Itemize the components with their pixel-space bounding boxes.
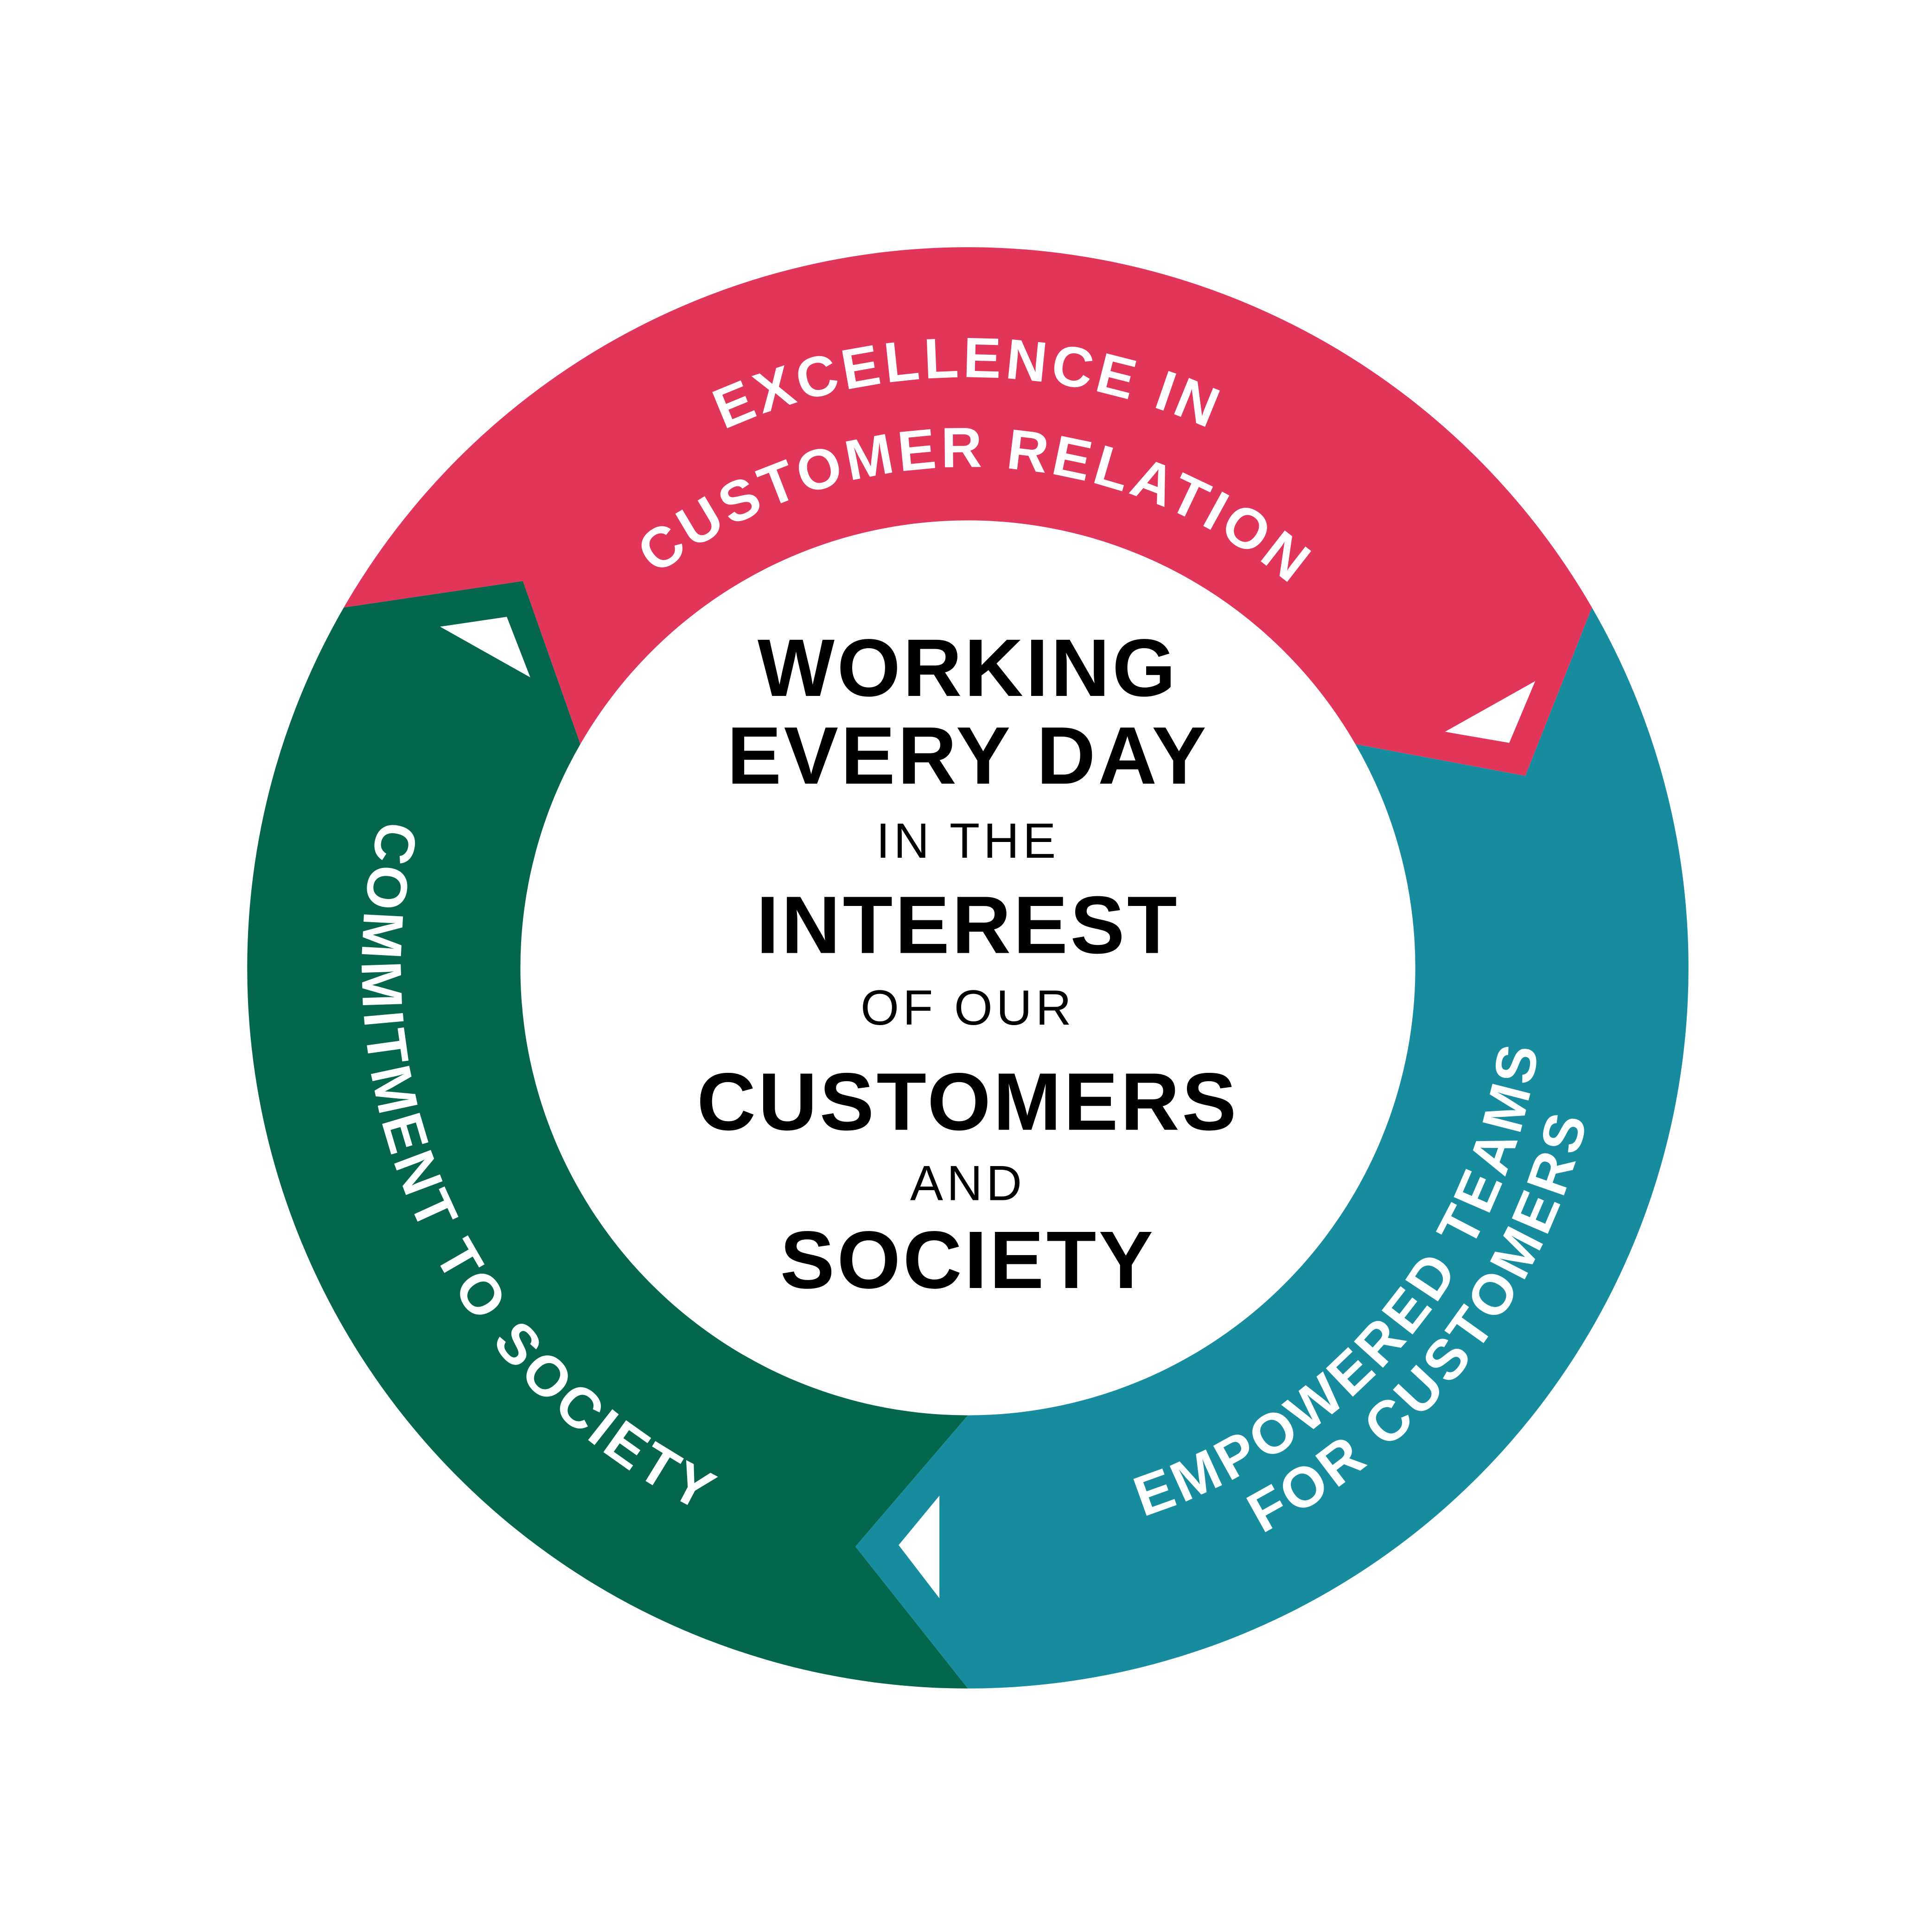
center-line-interest: INTEREST (756, 880, 1180, 971)
center-line-working: WORKING (758, 623, 1178, 714)
center-line-of-our: OF OUR (861, 980, 1075, 1035)
center-line-every-day: EVERY DAY (727, 710, 1209, 801)
center-line-in-the: IN THE (876, 813, 1060, 868)
segment-excellence-customer-relation (344, 247, 1592, 776)
arrow-marker-teal (899, 1495, 940, 1599)
arrow-marker-red (1445, 681, 1536, 743)
center-line-and: AND (910, 1155, 1026, 1211)
arrow-marker-green (440, 617, 530, 677)
center-line-customers: CUSTOMERS (697, 1057, 1239, 1148)
center-line-society: SOCIETY (780, 1215, 1156, 1306)
segment-commitment-to-society (247, 581, 968, 1689)
segment-empowered-teams (855, 607, 1689, 1689)
